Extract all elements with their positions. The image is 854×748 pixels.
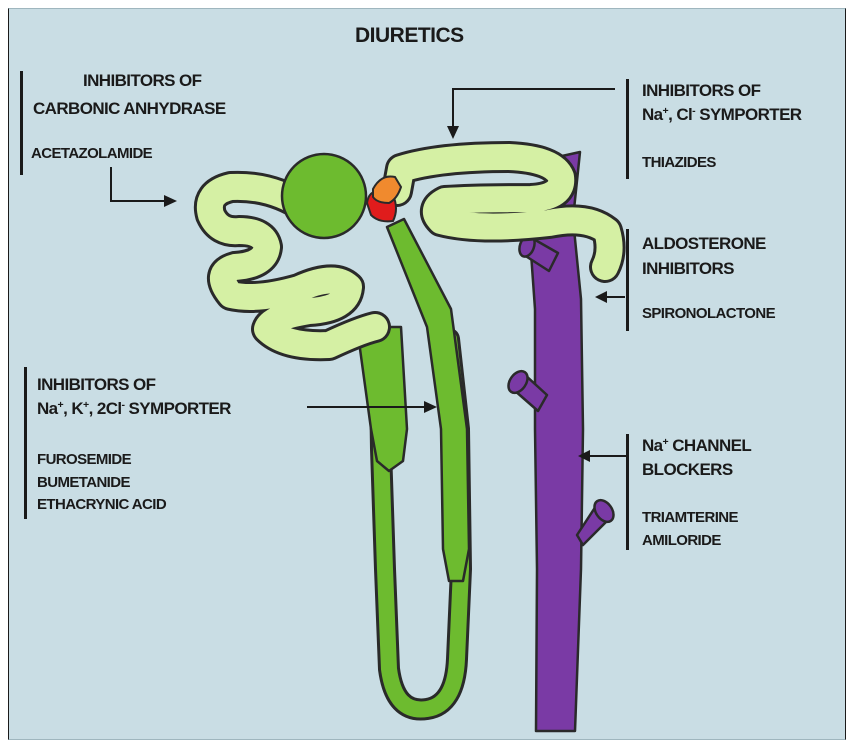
loop-diuretic-arrowhead	[424, 401, 437, 413]
na-channel-bar	[626, 434, 629, 550]
na-k-2cl-symporter-bar	[24, 367, 27, 519]
carbonic-anhydrase-heading-1: INHIBITORS OF	[83, 71, 201, 92]
thiazide-arrowhead	[447, 126, 459, 139]
na-cl-symporter-bar	[626, 79, 629, 179]
glomerulus	[282, 154, 366, 238]
diagram-frame: DIURETICS INHIBITORS OF CARBONIC ANHYDRA…	[8, 8, 846, 740]
acetazolamide-label: ACETAZOLAMIDE	[31, 145, 152, 163]
aldosterone-bar	[626, 229, 629, 331]
na-channel-heading-1: Na+ CHANNEL	[642, 436, 751, 457]
aldosterone-heading-2: INHIBITORS	[642, 259, 734, 280]
aldosterone-heading-1: ALDOSTERONE	[642, 234, 766, 255]
thiazides-label: THIAZIDES	[642, 154, 716, 172]
na-channel-drugs: TRIAMTERINE AMILORIDE	[642, 507, 738, 552]
na-cl-symporter-heading-1: INHIBITORS OF	[642, 81, 760, 102]
diagram-title: DIURETICS	[355, 23, 464, 49]
spironolactone-arrowhead	[595, 291, 607, 303]
acetazolamide-arrowhead	[164, 195, 177, 207]
loop-of-henle	[357, 219, 469, 710]
carbonic-anhydrase-heading-2: CARBONIC ANHYDRASE	[33, 99, 226, 120]
na-cl-symporter-heading-2: Na+, Cl- SYMPORTER	[642, 105, 801, 126]
na-channel-heading-2: BLOCKERS	[642, 460, 733, 481]
spironolactone-label: SPIRONOLACTONE	[642, 305, 775, 323]
acetazolamide-arrow	[111, 167, 165, 201]
na-k-2cl-heading-1: INHIBITORS OF	[37, 375, 155, 396]
carbonic-anhydrase-bar	[20, 71, 23, 175]
na-k-2cl-heading-2: Na+, K+, 2Cl- SYMPORTER	[37, 399, 231, 420]
thiazide-arrow	[453, 89, 615, 127]
loop-diuretics-list: FUROSEMIDE BUMETANIDE ETHACRYNIC ACID	[37, 449, 166, 517]
